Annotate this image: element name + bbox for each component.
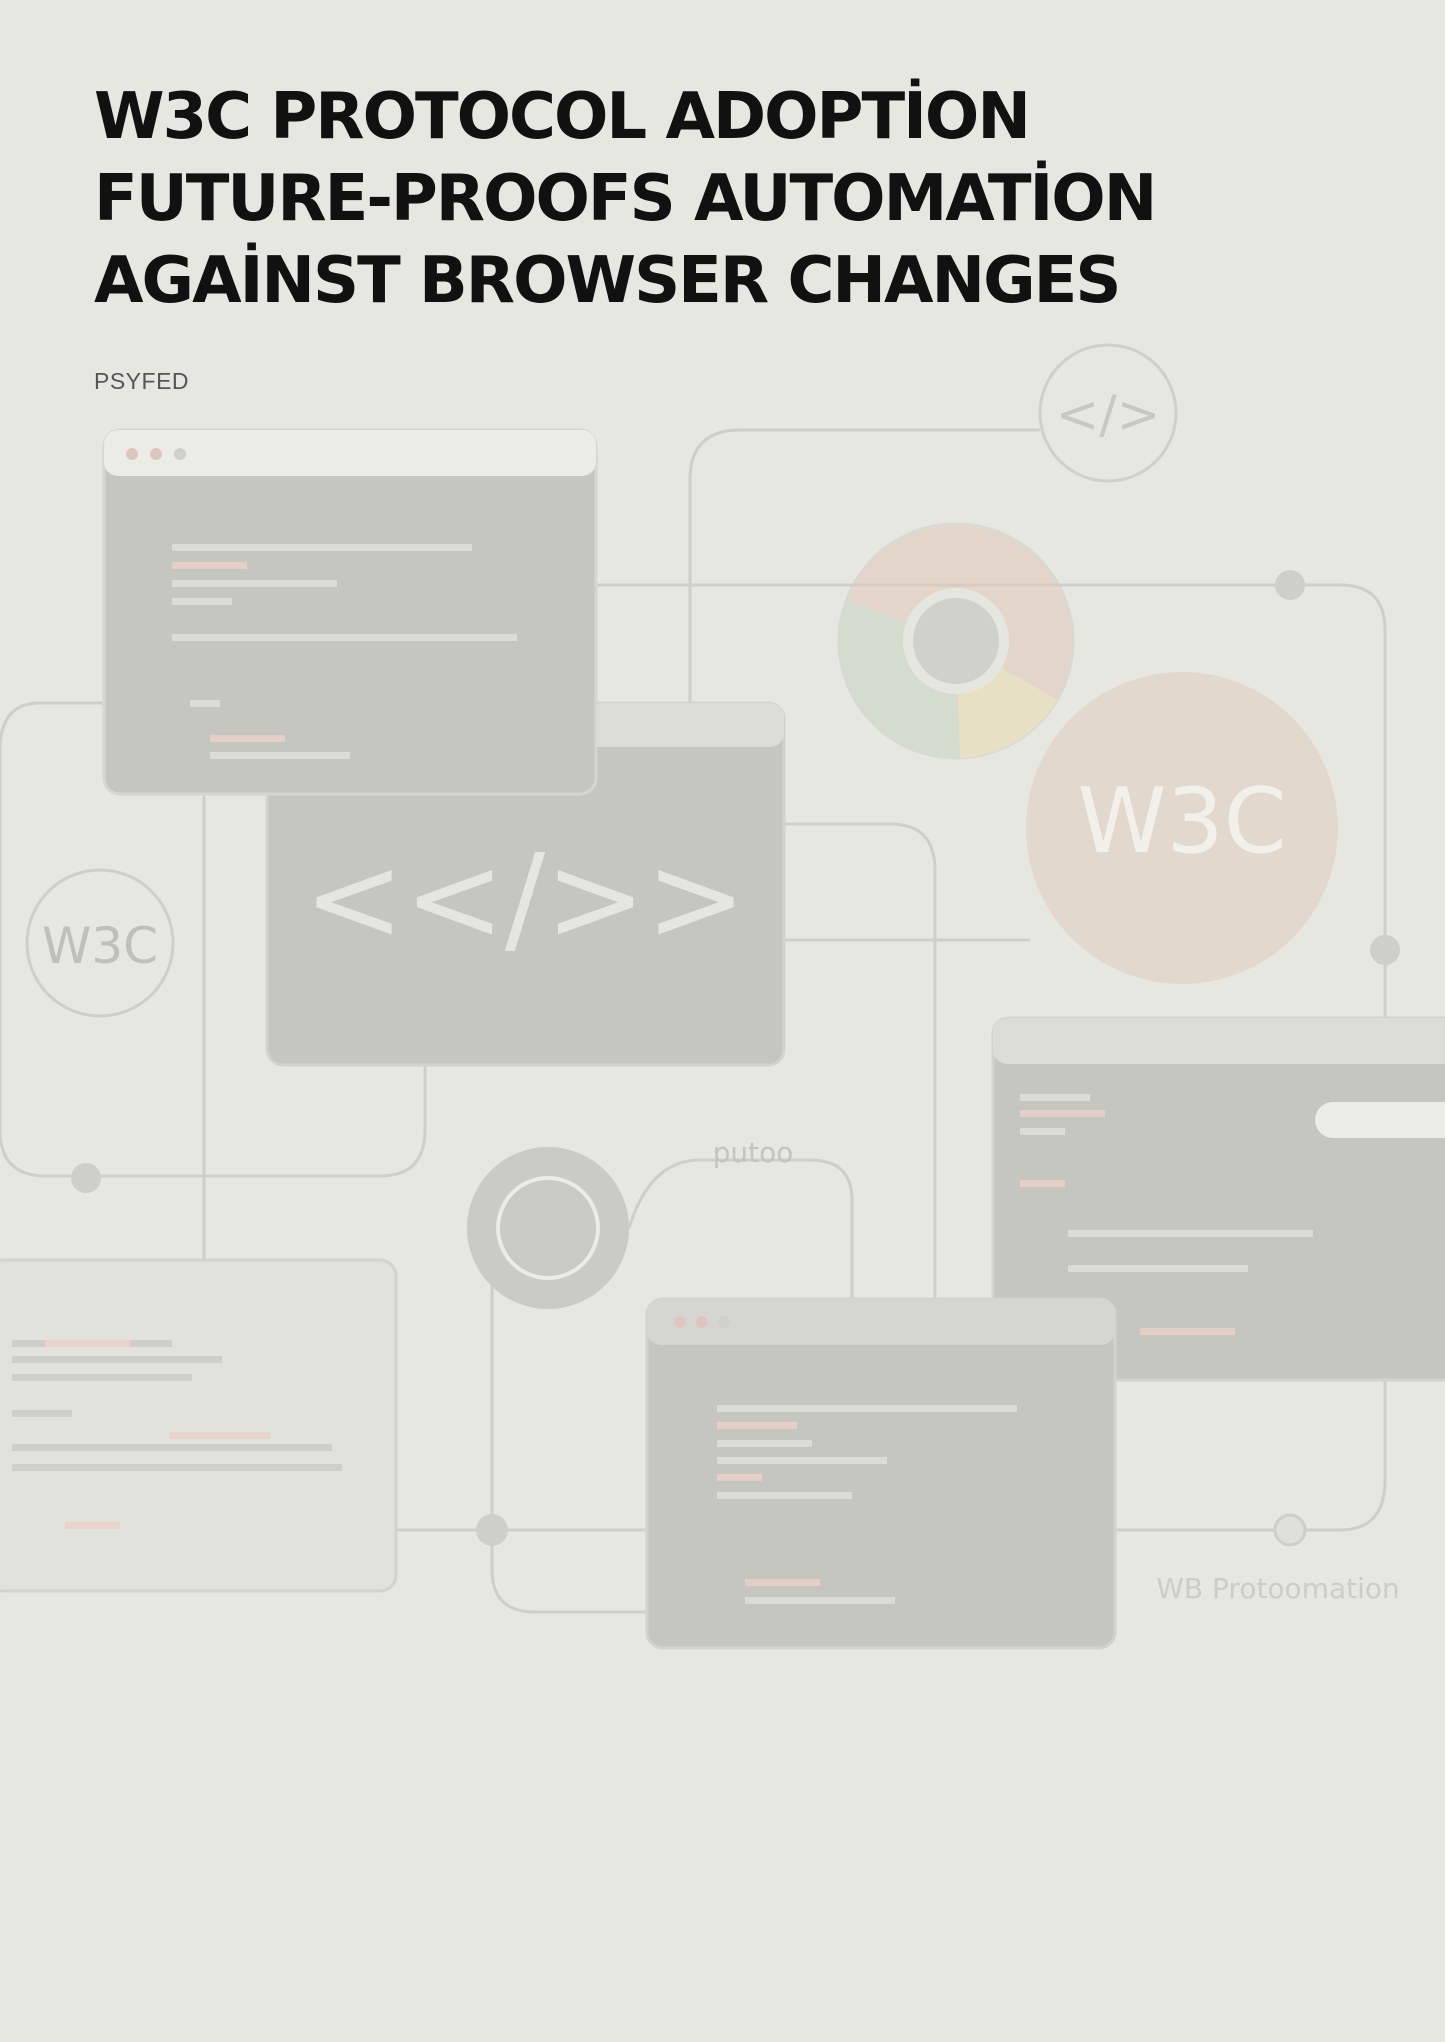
svg-text:</>: </> bbox=[1056, 385, 1161, 445]
code-window-bottom-left bbox=[0, 1258, 398, 1593]
author: PSYFED bbox=[94, 368, 190, 394]
svg-text:W3C: W3C bbox=[1077, 769, 1286, 874]
code-icon-circle: </> bbox=[1038, 343, 1178, 483]
title-line: AGAİNST BROWSER CHANGES bbox=[94, 244, 1121, 318]
title-line: FUTURE-PROOFS AUTOMATİON bbox=[94, 162, 1157, 236]
code-window-top-left bbox=[102, 428, 598, 796]
footer-label: WB Protoomation bbox=[1156, 1572, 1400, 1605]
w3c-badge-small: W3C bbox=[25, 868, 175, 1018]
code-window-bottom bbox=[645, 1297, 1117, 1650]
svg-text:<</>>: <</>> bbox=[304, 830, 747, 969]
page-title: W3C PROTOCOL ADOPTİON FUTURE-PROOFS AUTO… bbox=[94, 76, 1394, 322]
w3c-badge-large: W3C bbox=[1026, 672, 1338, 984]
code-window-right bbox=[991, 1016, 1445, 1382]
node-label: putoo bbox=[713, 1136, 794, 1169]
chrome-logo-icon bbox=[837, 522, 1075, 760]
title-line: W3C PROTOCOL ADOPTİON bbox=[94, 80, 1031, 154]
ring-node bbox=[467, 1147, 629, 1309]
svg-text:W3C: W3C bbox=[42, 917, 158, 975]
connector-nodes bbox=[71, 570, 1400, 1546]
